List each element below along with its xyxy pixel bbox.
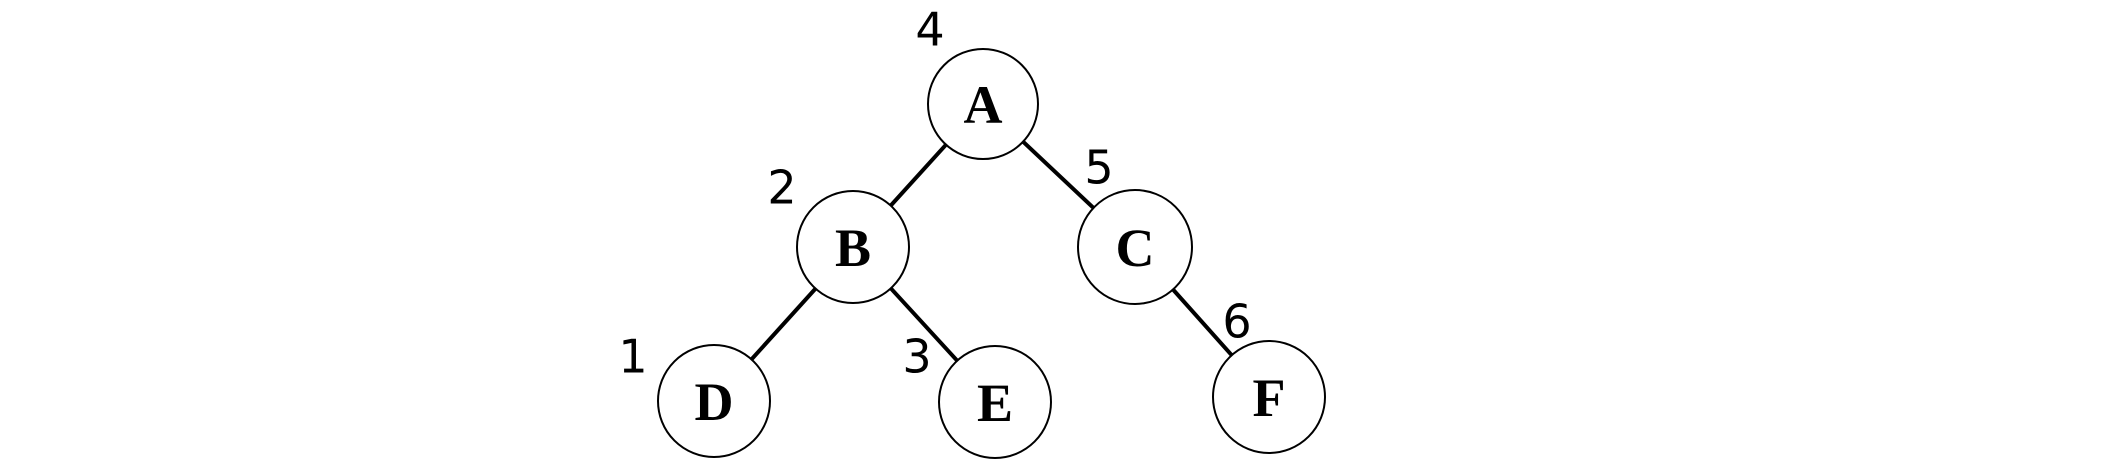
node-E-label: E [977,373,1013,433]
node-C-label: C [1116,218,1155,278]
tree-edge-C-F [1171,288,1234,357]
node-C-traversal-order-label: 5 [1084,140,1113,194]
tree-edges-layer [750,140,1234,363]
node-B-traversal-order-label: 2 [767,160,796,214]
node-C-circle [1077,189,1193,305]
node-F-circle [1212,340,1326,454]
node-A-circle [927,48,1039,160]
node-F-label: F [1253,368,1286,428]
node-E-circle [938,345,1052,459]
node-E-traversal-order-label: 3 [902,329,931,383]
tree-edge-B-D [750,287,817,361]
node-F-traversal-order-label: 6 [1222,294,1251,348]
tree-node-B: B2 [767,160,910,304]
tree-node-C: C5 [1077,140,1193,305]
node-D-label: D [695,372,734,432]
node-A-traversal-order-label: 4 [915,2,944,56]
node-B-circle [796,190,910,304]
tree-edge-B-E [889,286,959,363]
node-D-traversal-order-label: 1 [618,329,647,383]
tree-node-F: F6 [1212,294,1326,454]
tree-edge-A-C [1021,140,1095,210]
tree-node-A: A4 [915,2,1039,160]
tree-node-E: E3 [902,329,1052,459]
node-A-label: A [964,75,1003,135]
node-B-label: B [835,218,871,278]
tree-node-D: D1 [618,329,771,458]
node-D-circle [657,344,771,458]
tree-edge-A-B [889,143,948,207]
